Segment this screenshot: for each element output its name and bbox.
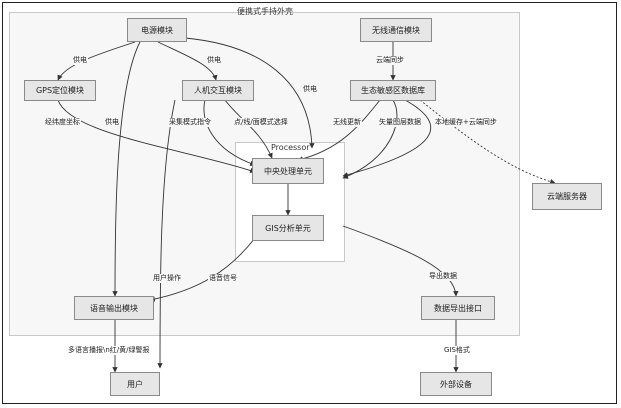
label-hci-cmd: 采集模式指令 — [168, 118, 212, 127]
label-db-update: 无线更新 — [332, 118, 362, 127]
node-voice-output[interactable]: 语音输出模块 — [74, 296, 154, 320]
node-eco-database[interactable]: 生态敏感区数据库 — [350, 80, 436, 101]
label-db-cache: 本地缓存+云端同步 — [434, 118, 498, 127]
label-wireless-db: 云端同步 — [375, 56, 405, 65]
node-gis-unit[interactable]: GIS分析单元 — [252, 215, 324, 241]
label-power-db: 供电 — [302, 85, 318, 94]
node-external-device[interactable]: 外部设备 — [420, 372, 492, 396]
label-voice-signal: 语音信号 — [208, 274, 238, 283]
edge-gps-cpu — [57, 99, 256, 174]
edge-user-op — [157, 99, 176, 369]
node-wireless-module[interactable]: 无线通信模块 — [360, 18, 432, 42]
node-cloud-server[interactable]: 云端服务器 — [532, 183, 602, 210]
edge-power-voice — [112, 41, 141, 297]
node-hci-module[interactable]: 人机交互模块 — [182, 80, 254, 101]
edge-db-cloud — [419, 99, 556, 185]
label-user-op: 用户操作 — [152, 274, 182, 283]
edge-db-cache — [342, 99, 432, 178]
label-export-data: 导出数据 — [428, 272, 458, 281]
node-gps-module[interactable]: GPS定位模块 — [24, 80, 96, 101]
node-cpu[interactable]: 中央处理单元 — [252, 158, 324, 184]
edge-gis-voice — [149, 237, 256, 302]
label-gps-cpu: 经纬度坐标 — [44, 118, 81, 127]
edge-power-db — [184, 37, 315, 149]
label-gis-format: GIS格式 — [443, 346, 471, 355]
label-hci-select: 点/线/面模式选择 — [233, 118, 289, 127]
cluster-processor-title: Processor — [271, 143, 310, 152]
cluster-handheld-case-title: 便携式手持外壳 — [237, 7, 293, 16]
label-power-hci: 供电 — [206, 56, 222, 65]
label-power-gps: 供电 — [72, 56, 88, 65]
edge-db-vector — [342, 99, 398, 179]
node-data-export[interactable]: 数据导出接口 — [421, 296, 495, 320]
label-db-vector: 矢量图层数据 — [378, 118, 422, 127]
edge-db-update — [297, 99, 381, 162]
edge-gis-export — [342, 225, 459, 297]
label-power-voice: 供电 — [104, 118, 120, 127]
node-user[interactable]: 用户 — [110, 372, 160, 396]
label-voice-user: 多语言播报\n红/黄/绿警报 — [67, 346, 151, 355]
node-power-module[interactable]: 电源模块 — [127, 18, 187, 42]
edge-power-gps — [57, 41, 136, 81]
edge-power-hci — [157, 41, 218, 81]
edge-hci-cmd — [203, 99, 256, 166]
edge-hci-select — [224, 99, 273, 159]
